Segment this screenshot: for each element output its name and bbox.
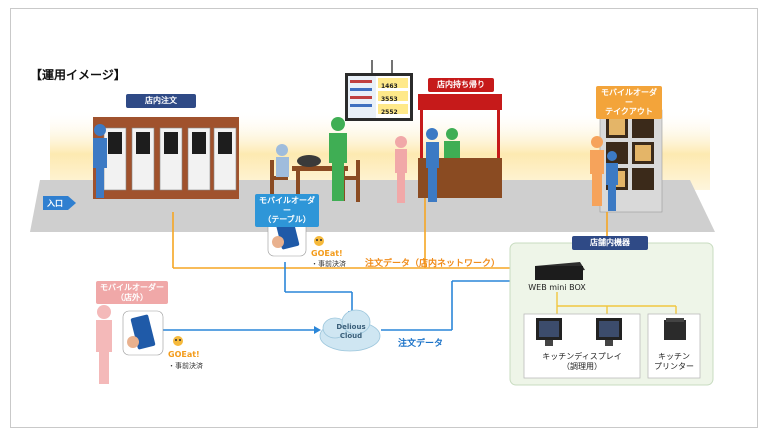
kitchen-display-monitor-1 <box>536 318 562 346</box>
goeat-brand-outside: GOEat! <box>168 350 200 359</box>
seated-customer-figure <box>276 144 289 177</box>
staff-figure-green <box>329 117 347 201</box>
store-equipment-tag: 店舗内機器 <box>572 236 648 250</box>
order-data-network-label: 注文データ（店内ネットワーク） <box>365 259 501 269</box>
cloud-label: Delious Cloud <box>330 323 372 341</box>
takeout-in-store-tag: 店内持ち帰り <box>428 78 494 92</box>
web-mini-box-label: WEB mini BOX <box>528 283 586 292</box>
mobile-takeout-tag: モバイルオーダー テイクアウト <box>596 86 662 119</box>
kitchen-display-monitor-2 <box>596 318 622 346</box>
cloud-label-line1: Delious <box>336 323 366 331</box>
board-numbers: 1463 3553 2552 <box>381 80 398 119</box>
web-mini-box <box>535 262 585 280</box>
prepay-label-outside: ・事前決済 <box>168 362 203 370</box>
mobile-outside-tag: モバイルオーダー （店外） <box>96 281 168 305</box>
blue-arrowhead-left <box>314 326 321 334</box>
customer-figure-kiosk <box>93 124 107 198</box>
locker-customer-figure-2 <box>606 151 618 211</box>
board-number-2: 3553 <box>381 96 398 103</box>
kitchen-display-label: キッチンディスプレイ （調理用） <box>542 352 622 371</box>
entrance-label: 入口 <box>47 199 63 208</box>
entrance-arrow <box>43 196 76 210</box>
page-title: 【運用イメージ】 <box>30 68 126 82</box>
cloud-label-line2: Cloud <box>339 332 363 340</box>
order-data-label: 注文データ <box>398 339 444 349</box>
goeat-mascot-icon-outside <box>173 336 183 346</box>
prepay-label-table: ・事前決済 <box>311 260 346 268</box>
locker-customer-figure <box>590 136 604 206</box>
orange-flow-lines <box>172 198 608 269</box>
phone-outside-order <box>122 310 164 356</box>
blue-flow-lines <box>160 262 520 331</box>
mobile-table-tag: モバイルオーダー （テーブル） <box>255 194 319 227</box>
goeat-brand-table: GOEat! <box>311 249 343 258</box>
board-number-3: 2552 <box>381 109 398 116</box>
cloud-shape <box>319 309 381 352</box>
goeat-mascot-icon <box>314 236 324 246</box>
counter-staff-figure <box>444 128 460 158</box>
board-number-1: 1463 <box>381 83 398 90</box>
diagram-frame <box>10 8 758 428</box>
kitchen-printer <box>664 318 686 340</box>
in-store-order-tag: 店内注文 <box>126 94 196 108</box>
kitchen-printer-label: キッチン プリンター <box>654 352 694 371</box>
outside-customer-figure <box>96 305 112 384</box>
kiosk-row <box>103 127 237 191</box>
order-status-board <box>345 60 413 121</box>
customer-figure-pink <box>395 136 407 203</box>
customer-figure-counter <box>426 128 439 202</box>
